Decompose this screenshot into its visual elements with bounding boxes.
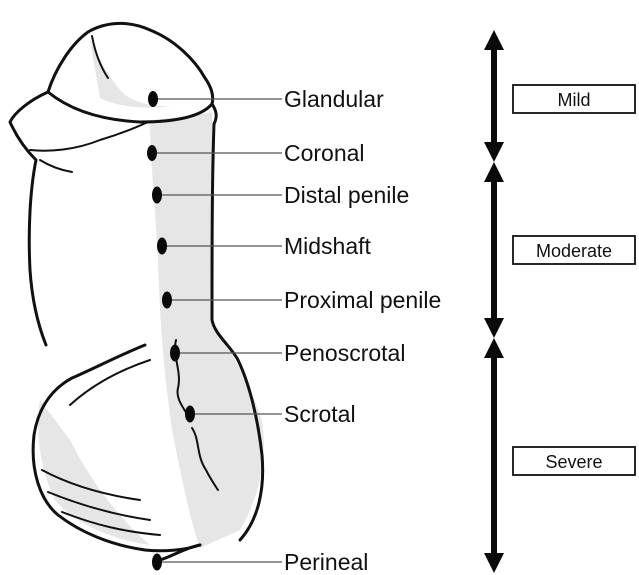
mild-box: Mild xyxy=(513,85,635,113)
mild-range-arrow xyxy=(484,30,504,162)
shaft-left-outline xyxy=(29,160,46,345)
distal-penile-dot xyxy=(152,187,162,204)
location-labels: Glandular Coronal Distal penile Midshaft… xyxy=(284,86,441,575)
scrotal-crease-4 xyxy=(70,360,150,405)
moderate-box: Moderate xyxy=(513,236,635,264)
ventral-shading xyxy=(150,112,264,548)
scrotal-dot xyxy=(185,406,195,423)
label-glandular: Glandular xyxy=(284,86,384,112)
severe-range-arrow xyxy=(484,338,504,573)
anatomy-illustration xyxy=(10,23,264,560)
coronal-dot xyxy=(147,145,157,161)
midshaft-dot xyxy=(157,238,167,255)
mild-label: Mild xyxy=(557,90,590,110)
label-coronal: Coronal xyxy=(284,140,365,166)
label-proximal-penile: Proximal penile xyxy=(284,287,441,313)
label-midshaft: Midshaft xyxy=(284,233,372,259)
label-penoscrotal: Penoscrotal xyxy=(284,340,405,366)
severe-box: Severe xyxy=(513,447,635,475)
foreskin-fold xyxy=(30,122,148,151)
glans-outline xyxy=(48,23,213,122)
penoscrotal-dot xyxy=(170,345,180,362)
severity-boxes: Mild Moderate Severe xyxy=(513,85,635,475)
perineum-line xyxy=(160,545,200,560)
glans-shading xyxy=(90,40,178,108)
label-scrotal: Scrotal xyxy=(284,401,356,427)
moderate-range-arrow xyxy=(484,162,504,338)
severe-label: Severe xyxy=(545,452,602,472)
glandular-dot xyxy=(148,91,158,107)
coronal-right-edge xyxy=(212,104,216,124)
moderate-label: Moderate xyxy=(536,241,612,261)
proximal-penile-dot xyxy=(162,292,172,309)
severity-arrows xyxy=(484,30,504,573)
label-perineal: Perineal xyxy=(284,549,368,575)
perineal-dot xyxy=(152,554,162,571)
foreskin-inner-fold xyxy=(40,160,72,172)
label-distal-penile: Distal penile xyxy=(284,182,409,208)
